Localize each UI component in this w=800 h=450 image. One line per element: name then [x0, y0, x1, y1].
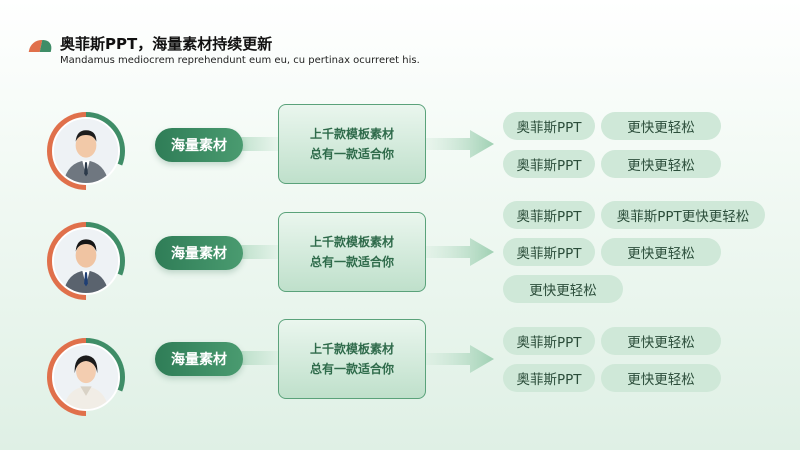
card-line-1: 上千款模板素材	[309, 342, 394, 356]
person-avatar-icon	[52, 343, 120, 411]
arrow-right-icon	[426, 238, 494, 266]
template-card[interactable]: 上千款模板素材 总有一款适合你	[278, 319, 426, 399]
tag-chip[interactable]: 更快更轻松	[503, 275, 623, 303]
brand-logo-icon	[28, 40, 54, 52]
tag-chip[interactable]: 更快更轻松	[601, 112, 721, 140]
arrow-right-icon	[426, 130, 494, 158]
card-line-2: 总有一款适合你	[309, 255, 394, 269]
category-pill[interactable]: 海量素材	[155, 128, 243, 162]
person-avatar-icon	[52, 227, 120, 295]
category-pill[interactable]: 海量素材	[155, 236, 243, 270]
category-pill[interactable]: 海量素材	[155, 342, 243, 376]
tag-chip[interactable]: 更快更轻松	[601, 150, 721, 178]
avatar	[47, 210, 127, 300]
arrow-right-icon	[426, 345, 494, 373]
tag-chip[interactable]: 奥菲斯PPT	[503, 150, 595, 178]
template-card[interactable]: 上千款模板素材 总有一款适合你	[278, 212, 426, 292]
card-line-1: 上千款模板素材	[309, 235, 394, 249]
tag-chip[interactable]: 更快更轻松	[601, 238, 721, 266]
tag-chip[interactable]: 奥菲斯PPT	[503, 238, 595, 266]
page-title: 奥菲斯PPT，海量素材持续更新	[60, 35, 273, 53]
tag-chip[interactable]: 奥菲斯PPT	[503, 112, 595, 140]
person-avatar-icon	[52, 117, 120, 185]
card-line-2: 总有一款适合你	[309, 362, 394, 376]
tag-chip[interactable]: 更快更轻松	[601, 364, 721, 392]
tag-chip[interactable]: 奥菲斯PPT	[503, 327, 595, 355]
tag-chip[interactable]: 奥菲斯PPT更快更轻松	[601, 201, 765, 229]
tag-chip[interactable]: 奥菲斯PPT	[503, 364, 595, 392]
avatar	[47, 326, 127, 416]
card-line-2: 总有一款适合你	[309, 147, 394, 161]
tag-chip[interactable]: 更快更轻松	[601, 327, 721, 355]
template-card[interactable]: 上千款模板素材 总有一款适合你	[278, 104, 426, 184]
card-line-1: 上千款模板素材	[309, 127, 394, 141]
tag-chip[interactable]: 奥菲斯PPT	[503, 201, 595, 229]
avatar	[47, 100, 127, 190]
page-subtitle: Mandamus mediocrem reprehendunt eum eu, …	[60, 55, 420, 66]
